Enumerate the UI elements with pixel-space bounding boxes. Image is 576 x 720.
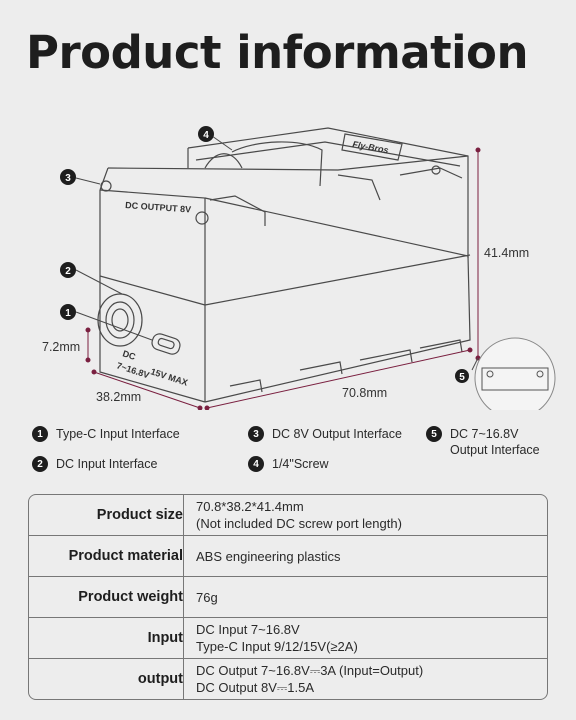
legend-badge: 1 — [32, 426, 48, 442]
legend-text-line-1: DC 7~16.8V — [450, 427, 519, 441]
svg-text:4: 4 — [203, 130, 209, 141]
legend-item-3: 3 DC 8V Output Interface — [248, 426, 402, 442]
svg-text:5: 5 — [459, 372, 465, 383]
spec-label: Product size — [29, 495, 184, 536]
legend-text: 1/4"Screw — [272, 457, 329, 471]
svg-text:DC: DC — [121, 348, 137, 362]
legend-badge: 5 — [426, 426, 442, 442]
page-title: Product information — [26, 26, 528, 79]
legend-badge: 3 — [248, 426, 264, 442]
spec-value: ABS engineering plastics — [184, 536, 547, 577]
legend-badge: 4 — [248, 456, 264, 472]
svg-text:2: 2 — [65, 266, 71, 277]
svg-text:DC OUTPUT 8V: DC OUTPUT 8V — [125, 200, 192, 215]
dim-height: 41.4mm — [484, 246, 530, 260]
dim-length: 70.8mm — [342, 386, 388, 400]
dim-port: 7.2mm — [42, 340, 81, 354]
inset-output-5 — [474, 337, 556, 410]
table-row: output DC Output 7~16.8V⎓3A (Input=Outpu… — [29, 659, 547, 699]
legend-item-4: 4 1/4"Screw — [248, 456, 329, 472]
specs-table: Product size 70.8*38.2*41.4mm(Not includ… — [28, 494, 548, 700]
table-row: Product material ABS engineering plastic… — [29, 536, 547, 577]
legend-text: DC 8V Output Interface — [272, 427, 402, 441]
legend-text-line-2: Output Interface — [450, 443, 540, 457]
svg-text:3: 3 — [65, 173, 71, 184]
callout-5 — [455, 369, 469, 383]
legend-text: DC 7~16.8V Output Interface — [450, 426, 540, 458]
dim-width: 38.2mm — [96, 390, 142, 404]
callout-1 — [60, 304, 76, 320]
callout-2 — [60, 262, 76, 278]
legend-item-2: 2 DC Input Interface — [32, 456, 157, 472]
legend-item-1: 1 Type-C Input Interface — [32, 426, 180, 442]
spec-label: Product weight — [29, 577, 184, 618]
spec-label: Input — [29, 618, 184, 659]
svg-text:15V MAX: 15V MAX — [149, 366, 189, 387]
legend-badge: 2 — [32, 456, 48, 472]
spec-label: output — [29, 659, 184, 699]
legend-item-5: 5 DC 7~16.8V Output Interface — [426, 426, 540, 458]
product-diagram: 3 4 2 1 5 DC OUTPUT 8V DC 7~16.8V 15V MA… — [60, 126, 556, 410]
table-row: Product weight 76g — [29, 577, 547, 618]
callout-4 — [198, 126, 214, 142]
spec-value: 70.8*38.2*41.4mm(Not included DC screw p… — [184, 495, 547, 536]
table-row: Product size 70.8*38.2*41.4mm(Not includ… — [29, 495, 547, 536]
spec-label: Product material — [29, 536, 184, 577]
spec-value: DC Output 7~16.8V⎓3A (Input=Output)DC Ou… — [196, 663, 424, 695]
svg-text:1: 1 — [65, 308, 71, 319]
spec-value: 76g — [184, 577, 547, 618]
legend-text: DC Input Interface — [56, 457, 158, 471]
legend-text: Type-C Input Interface — [56, 427, 180, 441]
callout-3 — [60, 169, 76, 185]
